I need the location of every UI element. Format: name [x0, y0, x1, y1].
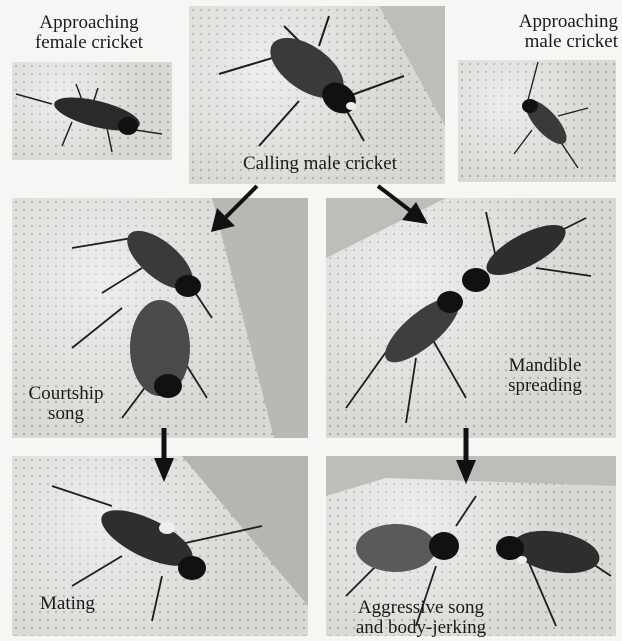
arrow-to-mandible [372, 180, 434, 232]
label-approaching-female: Approaching female cricket [4, 13, 174, 53]
label-courtship-song: Courtship song [16, 384, 116, 424]
label-mating: Mating [40, 594, 120, 614]
female-cricket-figure [12, 62, 172, 160]
label-approaching-male: Approaching male cricket [468, 12, 618, 52]
label-aggressive-song: Aggressive song and body-jerking [326, 598, 516, 638]
arrow-to-aggressive [454, 426, 478, 486]
arrow-to-courtship [205, 180, 265, 240]
approaching-male-photo [458, 60, 616, 182]
fighting-crickets-figure [326, 198, 616, 438]
arrow-to-mating [152, 426, 176, 484]
label-mandible-spreading: Mandible spreading [490, 356, 600, 396]
label-calling-male: Calling male cricket [220, 154, 420, 174]
approaching-female-photo [12, 62, 172, 160]
mandible-spreading-photo [326, 198, 616, 438]
male-cricket-figure [458, 60, 616, 182]
